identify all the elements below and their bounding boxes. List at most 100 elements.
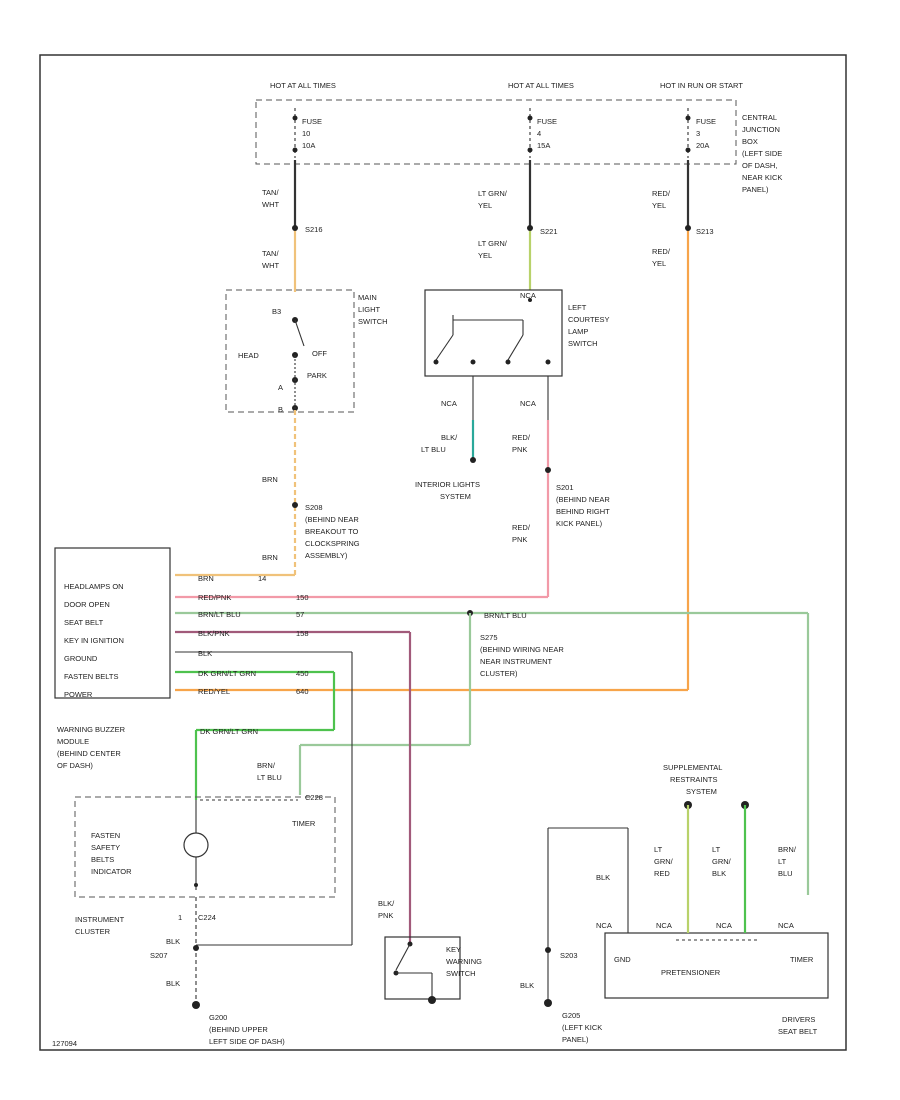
svg-text:BLK: BLK (166, 979, 180, 988)
svg-text:BOX: BOX (742, 137, 758, 146)
svg-text:SWITCH: SWITCH (568, 339, 598, 348)
svg-text:S213: S213 (696, 227, 714, 236)
svg-text:C224: C224 (198, 913, 216, 922)
headlight-feed-circuit: TAN/ WHT S216 TAN/ WHT (262, 160, 323, 292)
svg-text:BLU: BLU (778, 869, 793, 878)
svg-text:BLK: BLK (712, 869, 726, 878)
svg-text:10: 10 (302, 129, 310, 138)
svg-text:450: 450 (296, 669, 309, 678)
svg-text:NCA: NCA (596, 921, 612, 930)
svg-text:TAN/: TAN/ (262, 249, 279, 258)
svg-text:BLK: BLK (166, 937, 180, 946)
svg-text:CLUSTER: CLUSTER (75, 927, 111, 936)
fuse-3: FUSE 3 20A (685, 108, 716, 158)
svg-text:WARNING: WARNING (446, 957, 482, 966)
courtesy-feed-circuit: LT GRN/ YEL S221 LT GRN/ YEL (478, 160, 558, 290)
interior-lights-circuit: NCA BLK/ LT BLU INTERIOR LIGHTS SYSTEM (415, 376, 480, 501)
svg-text:BRN/LT BLU: BRN/LT BLU (198, 610, 241, 619)
svg-text:GND: GND (614, 955, 631, 964)
key-in-ignition-circuit: BLK/ PNK (175, 630, 412, 942)
svg-text:OF DASH,: OF DASH, (742, 161, 777, 170)
svg-text:G205: G205 (562, 1011, 580, 1020)
svg-text:NCA: NCA (441, 399, 457, 408)
svg-text:RED/: RED/ (652, 189, 671, 198)
svg-text:640: 640 (296, 687, 309, 696)
svg-text:LT BLU: LT BLU (421, 445, 446, 454)
svg-text:15A: 15A (537, 141, 550, 150)
ground-g200-circuit: BLK S207 BLK G200 (BEHIND UPPER LEFT SID… (150, 897, 285, 1046)
svg-text:NEAR INSTRUMENT: NEAR INSTRUMENT (480, 657, 553, 666)
svg-text:LT: LT (654, 845, 663, 854)
svg-text:SUPPLEMENTAL: SUPPLEMENTAL (663, 763, 722, 772)
fuse-4: FUSE 4 15A (527, 108, 557, 158)
fuse-10: FUSE 10 10A (292, 108, 322, 158)
svg-text:BLK/PNK: BLK/PNK (198, 629, 230, 638)
svg-text:SWITCH: SWITCH (446, 969, 476, 978)
svg-text:MAIN: MAIN (358, 293, 377, 302)
svg-text:BRN: BRN (198, 574, 214, 583)
svg-text:POWER: POWER (64, 690, 93, 699)
svg-text:BLK/: BLK/ (441, 433, 458, 442)
figure-id: 127094 (52, 1039, 77, 1048)
seat-belt-circuit: BRN/LT BLU S275 (BEHIND WIRING NEAR NEAR… (175, 610, 810, 895)
brn-circuit: BRN BRN S208 (BEHIND NEAR BREAKOUT TO CL… (262, 410, 360, 575)
svg-text:S208: S208 (305, 503, 323, 512)
svg-text:INDICATOR: INDICATOR (91, 867, 132, 876)
svg-text:SAFETY: SAFETY (91, 843, 120, 852)
svg-text:BLK: BLK (520, 981, 534, 990)
svg-text:KEY IN IGNITION: KEY IN IGNITION (64, 636, 124, 645)
diagram-title-line1: DRIVERS (782, 1015, 815, 1024)
svg-text:BEHIND RIGHT: BEHIND RIGHT (556, 507, 610, 516)
main-light-switch: MAIN LIGHT SWITCH B3 HEAD OFF PARK A B (225, 289, 388, 414)
svg-text:C228: C228 (305, 793, 323, 802)
svg-text:PNK: PNK (512, 445, 527, 454)
svg-text:YEL: YEL (652, 201, 666, 210)
svg-text:S216: S216 (305, 225, 323, 234)
svg-text:YEL: YEL (478, 201, 492, 210)
svg-text:INSTRUMENT: INSTRUMENT (75, 915, 125, 924)
svg-text:14: 14 (258, 574, 266, 583)
svg-text:BREAKOUT TO: BREAKOUT TO (305, 527, 359, 536)
svg-text:G200: G200 (209, 1013, 227, 1022)
svg-text:LT GRN/: LT GRN/ (478, 189, 508, 198)
svg-text:B3: B3 (272, 307, 281, 316)
svg-text:LT BLU: LT BLU (257, 773, 282, 782)
svg-text:BLK: BLK (198, 649, 212, 658)
key-warning-switch: KEY WARNING SWITCH (384, 936, 482, 1004)
svg-text:COURTESY: COURTESY (568, 315, 610, 324)
svg-text:B: B (278, 405, 283, 414)
svg-text:PANEL): PANEL) (562, 1035, 589, 1044)
svg-text:LIGHT: LIGHT (358, 305, 381, 314)
svg-text:CLUSTER): CLUSTER) (480, 669, 518, 678)
svg-text:NCA: NCA (656, 921, 672, 930)
hot-label-2: HOT AT ALL TIMES (508, 81, 574, 90)
svg-text:PNK: PNK (512, 535, 527, 544)
svg-text:RED/: RED/ (512, 523, 531, 532)
svg-text:SEAT BELT: SEAT BELT (64, 618, 104, 627)
svg-text:RESTRAINTS: RESTRAINTS (670, 775, 718, 784)
svg-text:TIMER: TIMER (292, 819, 316, 828)
svg-text:KICK PANEL): KICK PANEL) (556, 519, 603, 528)
left-courtesy-lamp-switch: NCA LEFT COURTESY LAMP SWITCH (424, 289, 610, 377)
module-ground-circuit (175, 651, 353, 946)
svg-text:(LEFT SIDE: (LEFT SIDE (742, 149, 782, 158)
svg-text:LT: LT (712, 845, 721, 854)
svg-text:BRN: BRN (262, 475, 278, 484)
svg-text:RED/: RED/ (652, 247, 671, 256)
svg-text:LEFT SIDE OF DASH): LEFT SIDE OF DASH) (209, 1037, 285, 1046)
svg-text:NCA: NCA (520, 291, 536, 300)
svg-text:BLK: BLK (596, 873, 610, 882)
ground-g205-circuit: BLK S203 BLK G205 (LEFT KICK PANEL) (520, 827, 629, 1044)
svg-text:FASTEN BELTS: FASTEN BELTS (64, 672, 118, 681)
svg-text:GROUND: GROUND (64, 654, 98, 663)
svg-text:CENTRAL: CENTRAL (742, 113, 777, 122)
svg-text:(BEHIND WIRING NEAR: (BEHIND WIRING NEAR (480, 645, 564, 654)
svg-text:GRN/: GRN/ (712, 857, 732, 866)
svg-text:(BEHIND NEAR: (BEHIND NEAR (556, 495, 610, 504)
svg-text:KEY: KEY (446, 945, 461, 954)
diagram-frame (39, 54, 847, 1051)
diagram-title-line2: SEAT BELT (778, 1027, 818, 1036)
svg-text:DK GRN/LT GRN: DK GRN/LT GRN (200, 727, 258, 736)
svg-text:TAN/: TAN/ (262, 188, 279, 197)
